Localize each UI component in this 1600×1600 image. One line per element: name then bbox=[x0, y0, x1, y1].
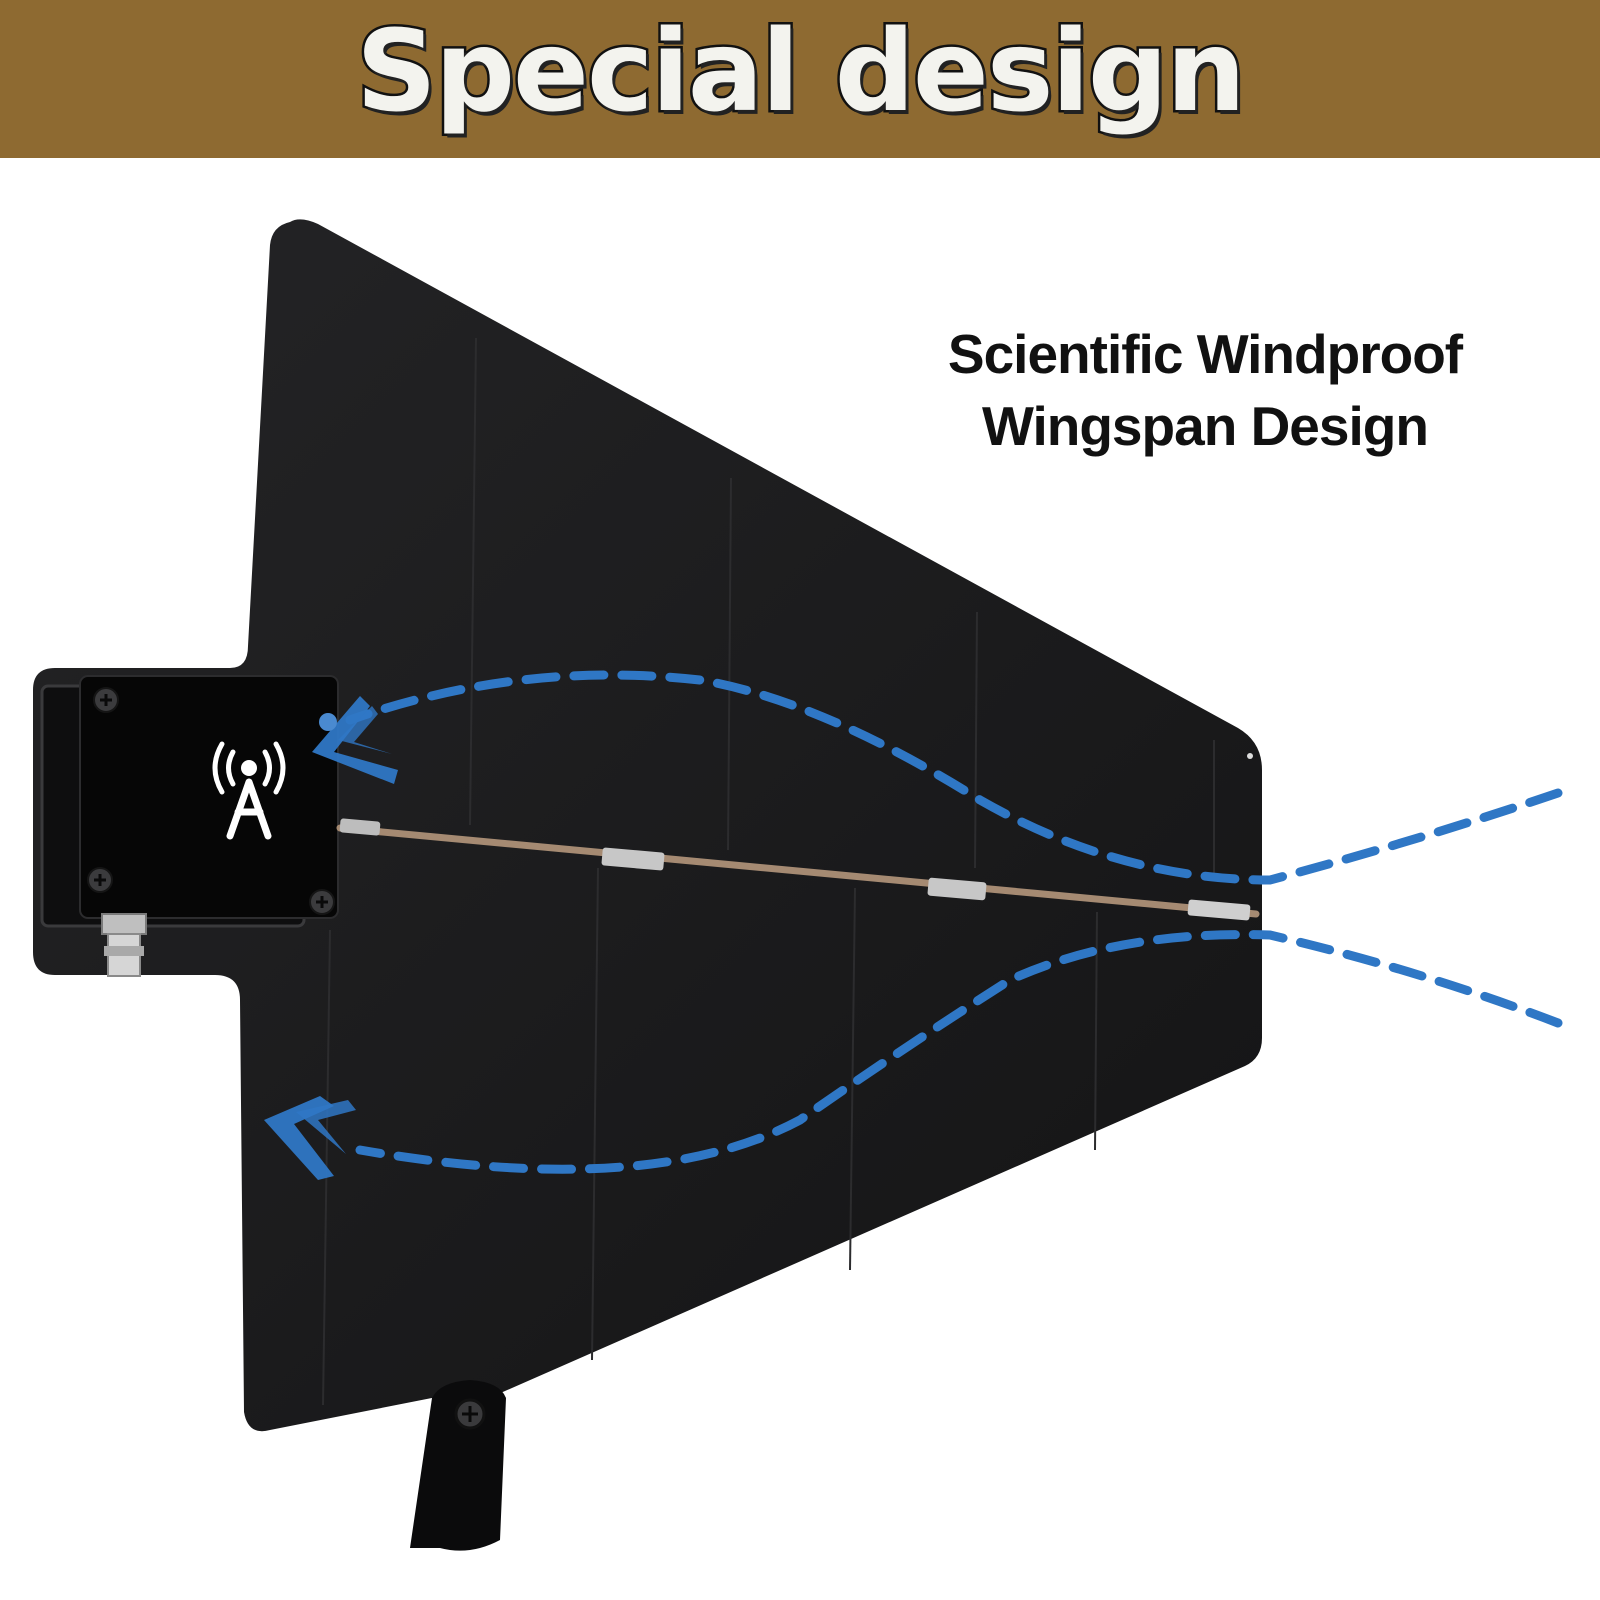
caption-line-1: Scientific Windproof bbox=[947, 323, 1463, 385]
bnc-connector bbox=[101, 913, 147, 977]
feature-caption: Scientific Windproof Wingspan Design bbox=[900, 318, 1510, 462]
signal-waves bbox=[345, 670, 1563, 1174]
chevron-arrow-icon bbox=[312, 696, 398, 784]
antenna-tower-icon bbox=[212, 741, 286, 840]
chevron-arrow-icon bbox=[264, 1096, 356, 1180]
antenna-panel bbox=[33, 219, 1262, 1432]
banner-title: Special design bbox=[354, 5, 1249, 140]
top-banner: Special design bbox=[0, 0, 1600, 158]
feed-rod bbox=[336, 818, 1260, 921]
mount-clamp bbox=[410, 1380, 506, 1551]
connector-box bbox=[40, 675, 339, 977]
caption-line-2: Wingspan Design bbox=[982, 395, 1429, 457]
